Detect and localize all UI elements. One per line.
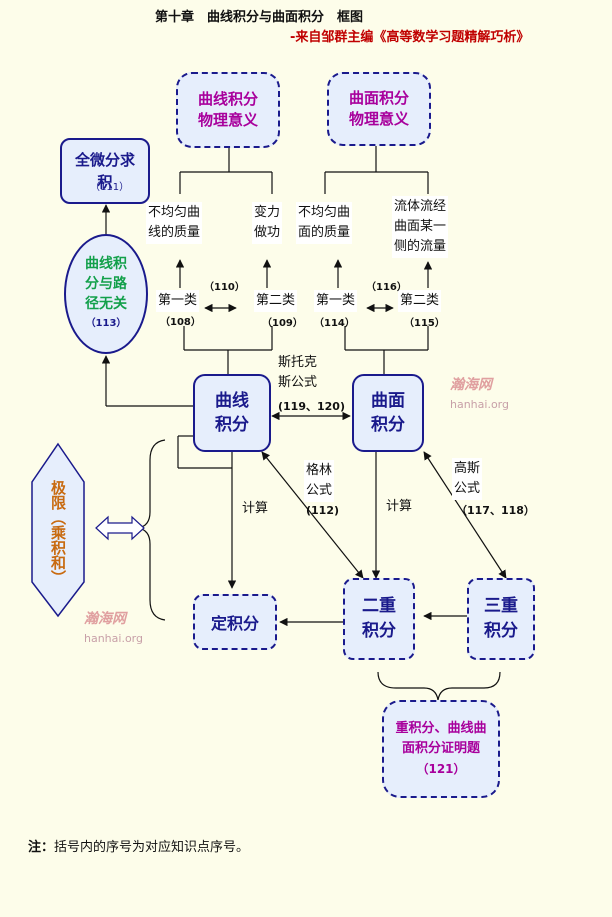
number-109: （109） [262,318,303,329]
definite-integral-node: 定积分 [193,594,277,650]
limit-node: 极限（乘积和） [49,479,67,585]
label-second-kind-surface: 第二类 [398,290,442,312]
path-independence-node: 曲线积分与路径无关 （113） [64,234,148,354]
surface-integral-node: 曲面 积分 [352,374,424,452]
number-114: （114） [314,318,355,329]
label-mass-surface: 不均匀曲 面的质量 [296,202,353,244]
watermark-cn-2: 瀚海网 [84,611,126,627]
label-first-kind-surface: 第一类 [314,290,358,312]
footer-note-prefix: 注： [28,840,55,855]
label-first-kind-line: 第一类 [156,290,200,312]
path-independence-label: 曲线积分与路径无关 [85,256,127,312]
line-integral-node: 曲线 积分 [193,374,271,452]
label-mass-curve: 不均匀曲 线的质量 [146,202,203,244]
number-108: （108） [160,317,201,328]
label-compute-line: 计算 [240,498,271,520]
footer-note-text: 括号内的序号为对应知识点序号。 [54,840,250,855]
watermark-cn-1: 瀚海网 [450,377,492,393]
number-116: （116） [366,282,407,293]
label-second-kind-line: 第二类 [254,290,298,312]
label-green: 格林 公式 [304,460,335,502]
total-differential-label: 全微分求积 [74,151,135,191]
label-compute-surface: 计算 [384,496,415,518]
label-flux: 流体流经 曲面某一 侧的流量 [392,196,449,258]
path-independence-number: （113） [85,318,127,329]
watermark-url-2: hanhai.org [84,632,143,645]
number-110: （110） [204,282,245,293]
double-integral-node: 二重 积分 [343,578,415,660]
number-115: （115） [404,318,445,329]
total-differential-node: 全微分求积 [60,138,150,204]
label-stokes: 斯托克 斯公式 [276,352,320,394]
line-integral-physics-node: 曲线积分 物理意义 [176,72,280,148]
label-work: 变力 做功 [252,202,283,244]
footer-note: 注：括号内的序号为对应知识点序号。 [28,836,249,855]
green-number: (112) [306,504,340,517]
proof-problems-node: 重积分、曲线曲面积分证明题 （121） [382,700,500,798]
proof-problems-label: 重积分、曲线曲面积分证明题 [395,721,487,756]
total-differential-number: （111） [90,182,130,193]
page-title: 第十章 曲线积分与曲面积分 框图 [155,10,364,25]
surface-integral-physics-node: 曲面积分 物理意义 [327,72,431,146]
triple-integral-node: 三重 积分 [467,578,535,660]
watermark-url-1: hanhai.org [450,398,509,411]
page-subtitle: -来自邹群主编《高等数学习题精解巧析》 [290,30,530,45]
label-gauss: 高斯 公式 [452,458,483,500]
gauss-number: （117、118） [456,504,535,517]
stokes-number: (119、120) [278,400,345,413]
proof-problems-number: （121） [416,762,466,776]
limit-hexagon [31,442,85,618]
